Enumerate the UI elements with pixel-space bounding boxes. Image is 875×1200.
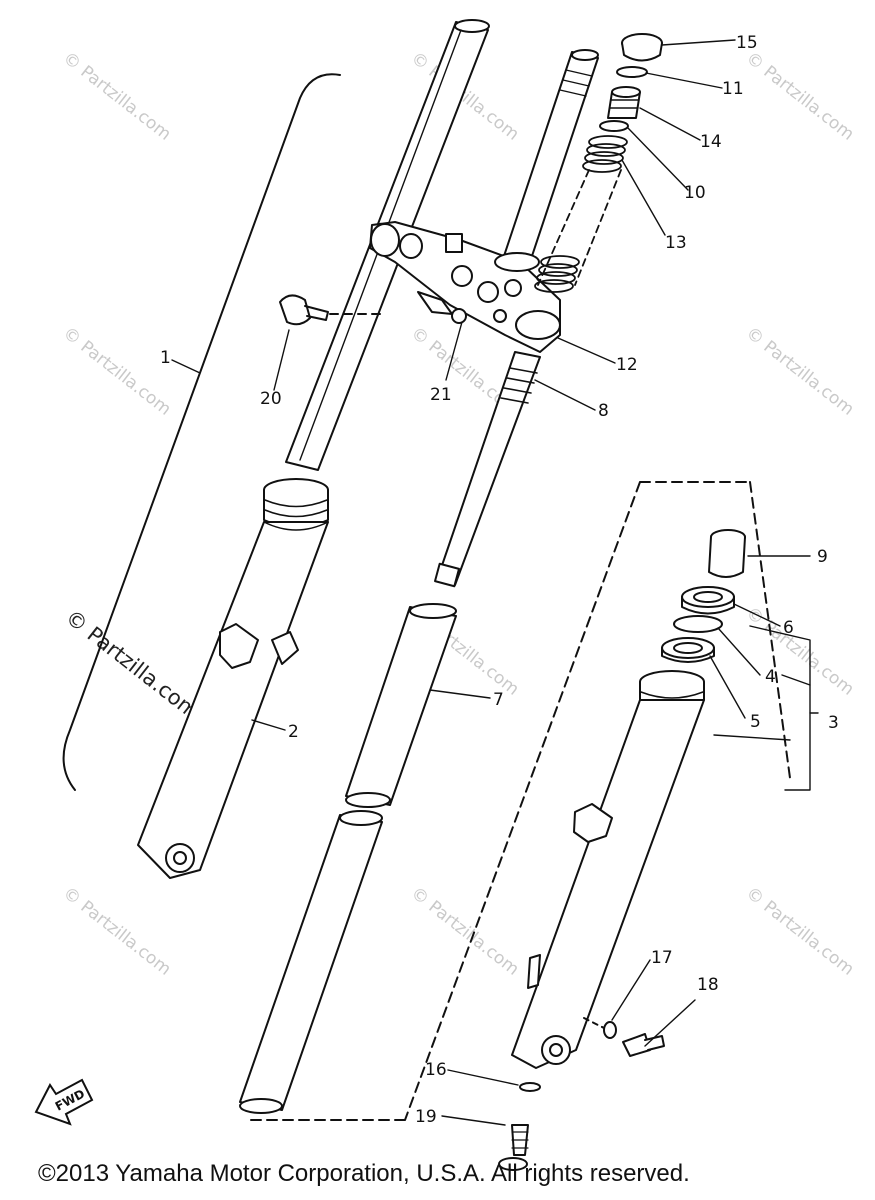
bracket-1 xyxy=(62,73,341,791)
part-label-21: 21 xyxy=(430,385,452,405)
part-labels: 1 2 3 4 5 6 7 8 9 10 11 12 13 14 15 16 1… xyxy=(160,33,839,1127)
bolt-18 xyxy=(622,1033,665,1057)
part-label-19: 19 xyxy=(415,1107,437,1127)
watermark: © Partzilla.com xyxy=(742,883,858,980)
bushing-9 xyxy=(708,529,746,578)
part-label-12: 12 xyxy=(616,355,638,375)
long-tube xyxy=(239,810,383,1114)
watermark: © Partzilla.com xyxy=(742,323,858,420)
copyright-notice: ©2013 Yamaha Motor Corporation, U.S.A. A… xyxy=(38,1160,690,1187)
part-label-13: 13 xyxy=(665,233,687,253)
damper-rod-8 xyxy=(434,351,541,588)
watermark: © Partzilla.com xyxy=(59,323,175,420)
washer-17 xyxy=(603,1021,617,1039)
part-label-15: 15 xyxy=(736,33,758,53)
fwd-arrow: FWD xyxy=(34,1078,94,1126)
triple-clamp xyxy=(369,221,561,353)
outer-tube-2 xyxy=(137,478,329,879)
watermark: © Partzilla.com xyxy=(742,48,858,145)
part-label-6: 6 xyxy=(783,618,794,638)
drain-bolt-19 xyxy=(498,1124,529,1171)
steering-stem xyxy=(494,49,599,272)
watermark: © Partzilla.com xyxy=(407,883,523,980)
part-label-7: 7 xyxy=(493,690,504,710)
spring-13 xyxy=(534,135,628,293)
part-label-1: 1 xyxy=(160,348,171,368)
part-label-8: 8 xyxy=(598,401,609,421)
gasket-16 xyxy=(519,1082,541,1092)
watermark: © Partzilla.com xyxy=(61,605,203,724)
leader-lines xyxy=(171,39,819,1126)
assembly-frame xyxy=(244,481,791,1121)
part-label-10: 10 xyxy=(684,183,706,203)
cap-15 xyxy=(621,33,663,62)
part-label-16: 16 xyxy=(425,1060,447,1080)
part-label-11: 11 xyxy=(722,79,744,99)
tube-7 xyxy=(345,603,457,808)
outer-tube-right xyxy=(511,670,705,1069)
spacer-14 xyxy=(607,86,641,119)
part-label-3: 3 xyxy=(828,713,839,733)
part-label-17: 17 xyxy=(651,948,673,968)
part-label-14: 14 xyxy=(700,132,722,152)
part-label-20: 20 xyxy=(260,389,282,409)
watermark: © Partzilla.com xyxy=(59,48,175,145)
washer-5 xyxy=(661,637,715,663)
part-label-4: 4 xyxy=(765,667,776,687)
watermark: © Partzilla.com xyxy=(742,603,858,700)
oil-seal-6 xyxy=(681,586,735,615)
watermark: © Partzilla.com xyxy=(59,883,175,980)
part-label-9: 9 xyxy=(817,547,828,567)
part-label-2: 2 xyxy=(288,722,299,742)
washer-10 xyxy=(599,120,629,132)
part-label-5: 5 xyxy=(750,712,761,732)
part-label-18: 18 xyxy=(697,975,719,995)
bolt-20 xyxy=(279,294,381,326)
circlip-4 xyxy=(673,615,723,633)
circlip-11 xyxy=(616,66,648,78)
